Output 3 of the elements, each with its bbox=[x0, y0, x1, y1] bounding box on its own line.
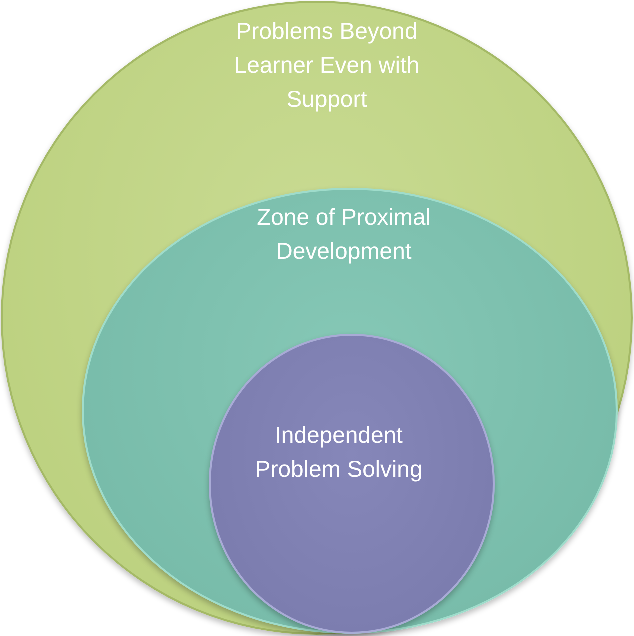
circle-label: Zone of Proximal Development bbox=[256, 203, 432, 266]
circle-label: Independent Problem Solving bbox=[254, 421, 424, 484]
circle-label: Problems Beyond Learner Even with Support bbox=[233, 17, 421, 114]
